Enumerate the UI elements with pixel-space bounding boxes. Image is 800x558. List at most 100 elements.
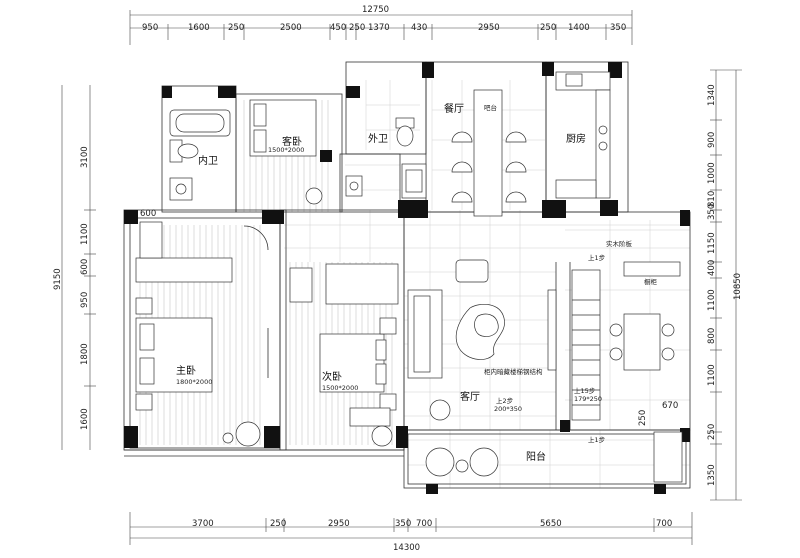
right-dim-9: 800 [707, 328, 717, 344]
step-up-note-a: 上1步 [588, 253, 606, 262]
left-dim-2: 1100 [80, 223, 90, 245]
left-segment-dims: 3100 1100 600 950 1800 1600 [80, 146, 90, 430]
guest-bedroom-label: 客卧 [282, 135, 302, 148]
top-dim-8: 430 [411, 23, 427, 33]
master-bath-toilet [169, 139, 199, 163]
top-dim-11: 1400 [568, 23, 590, 33]
coffee-table [455, 303, 505, 360]
second-bed-size: 1500*2000 [322, 384, 358, 392]
top-dim-10: 250 [540, 23, 556, 33]
sofa [407, 289, 443, 379]
step-size-b: 179*250 [574, 395, 602, 403]
top-dimension-lines [129, 10, 633, 45]
top-dim-12: 350 [610, 23, 626, 33]
right-dim-10: 1100 [707, 364, 717, 386]
right-dim-8: 1100 [707, 289, 717, 311]
tv-cabinet [547, 289, 557, 371]
inner-dim-600: 600 [140, 209, 156, 219]
second-bedroom-wardrobe [289, 263, 399, 305]
step-up-note-b: 上1步 [588, 435, 606, 444]
left-dimension-lines [61, 85, 96, 450]
cabinet-note: 橱柜 [644, 277, 658, 286]
bottom-dimension-lines [129, 512, 693, 545]
bar-counter [473, 89, 503, 217]
inner-dim-250: 250 [638, 410, 648, 426]
hidden-stair-steel-note: 柜内暗藏楼梯钢结构 [484, 367, 543, 376]
bottom-dim-7: 700 [656, 519, 672, 529]
kitchen-label: 厨房 [566, 132, 586, 145]
balcony-chairs [425, 447, 499, 477]
bottom-segment-dims: 3700 250 2950 350 700 5650 700 [192, 519, 672, 529]
wall-outlines [123, 61, 691, 489]
right-dim-5: 350 [707, 204, 717, 220]
left-total-dim: 9150 [53, 268, 63, 290]
master-bedroom-door [243, 225, 269, 378]
master-bath-sink [169, 177, 193, 201]
top-dim-6: 250 [349, 23, 365, 33]
master-bedroom-label: 主卧 [176, 364, 196, 377]
left-dim-5: 1800 [80, 343, 90, 365]
top-dim-7: 1370 [368, 23, 390, 33]
bottom-dim-1: 3700 [192, 519, 214, 529]
top-dim-9: 2950 [478, 23, 500, 33]
top-dim-2: 1600 [188, 23, 210, 33]
kitchen-counter [555, 71, 611, 199]
right-dim-3: 1000 [707, 162, 717, 184]
right-total-dim: 10850 [733, 273, 743, 300]
step-up-15-note: 上15步 [574, 386, 596, 395]
guest-wardrobe-chair [305, 187, 323, 205]
bottom-dim-4: 350 [395, 519, 411, 529]
right-dim-12: 1350 [707, 464, 717, 486]
structural-columns [124, 62, 690, 494]
top-dim-1: 950 [142, 23, 158, 33]
bottom-dim-6: 5650 [540, 519, 562, 529]
bottom-total-dim: 14300 [393, 543, 420, 553]
wood-floor-note: 实木阶板 [606, 239, 633, 248]
right-dim-4: 810 [707, 191, 717, 207]
outer-bath-sink [345, 175, 363, 197]
dining-table-set [609, 313, 675, 371]
armchairs [429, 259, 489, 421]
top-total-dim: 12750 [362, 5, 389, 15]
step-size-a: 200*350 [494, 405, 522, 413]
balcony-storage [653, 431, 683, 483]
outer-bath-label: 外卫 [368, 133, 388, 145]
right-dim-6: 1150 [707, 232, 717, 254]
right-dimension-lines [710, 69, 742, 501]
bottom-dim-5: 700 [416, 519, 432, 529]
top-dim-3: 250 [228, 23, 244, 33]
master-bed [135, 297, 213, 411]
bar-label: 吧台 [484, 103, 497, 112]
bottom-dim-3: 2950 [328, 519, 350, 529]
top-segment-dims: 950 1600 250 2500 450 250 1370 430 2950 … [142, 23, 626, 33]
second-bed [319, 317, 397, 411]
top-dim-4: 2500 [280, 23, 302, 33]
bathtub [169, 109, 231, 137]
washing-machine [401, 163, 427, 199]
master-bedroom-chairs [222, 421, 261, 447]
bottom-dim-2: 250 [270, 519, 286, 529]
balcony-label: 阳台 [526, 450, 546, 463]
right-dim-7: 400 [707, 260, 717, 276]
left-dim-4: 950 [80, 292, 90, 308]
step-up-2-note: 上2步 [496, 396, 514, 405]
dining-label: 餐厅 [444, 102, 464, 115]
guest-bed-size: 1500*2000 [268, 146, 304, 154]
left-dim-1: 3100 [80, 146, 90, 168]
right-dim-11: 250 [707, 424, 717, 440]
dining-stools [451, 131, 527, 203]
left-dim-6: 1600 [80, 408, 90, 430]
staircase [571, 269, 601, 421]
master-bed-size: 1800*2000 [176, 378, 212, 386]
outer-bath-toilet [395, 117, 415, 147]
guest-bed [249, 99, 317, 157]
left-dim-3: 600 [80, 259, 90, 275]
inner-dim-670: 670 [662, 401, 678, 411]
second-bedroom-label: 次卧 [322, 370, 342, 383]
master-bedroom-wardrobe [135, 221, 233, 283]
cabinet-unit [623, 261, 681, 277]
master-bath-label: 内卫 [198, 154, 218, 167]
top-dim-5: 450 [330, 23, 346, 33]
